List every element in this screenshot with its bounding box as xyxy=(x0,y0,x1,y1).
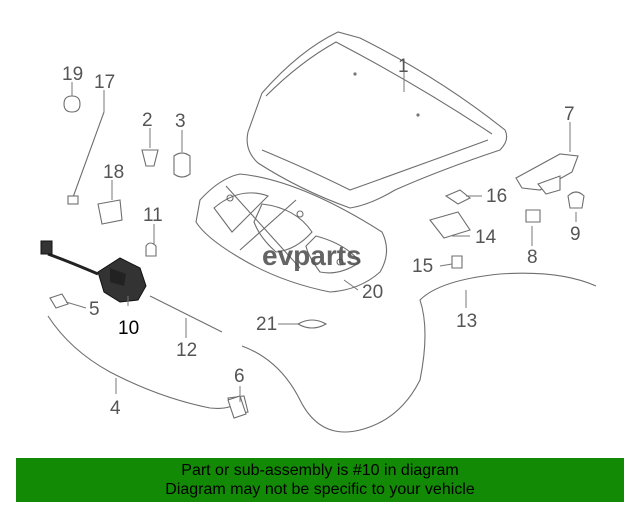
callout-18: 18 xyxy=(103,162,124,183)
callout-5: 5 xyxy=(89,299,100,320)
hinge-plate xyxy=(537,175,561,195)
watermark-text: evparts xyxy=(262,240,362,271)
footer-part-note: Part or sub-assembly is #10 in diagram xyxy=(181,462,459,479)
hood-release-cable xyxy=(241,272,597,433)
exploded-parts-diagram: 19 17 2 3 1 7 18 16 11 9 14 8 15 20 5 10… xyxy=(40,31,597,433)
flange-bolt xyxy=(451,255,463,269)
callout-8: 8 xyxy=(527,247,538,268)
callout-13: 13 xyxy=(456,311,477,332)
callout-4: 4 xyxy=(110,398,121,419)
hood-panel xyxy=(246,31,508,209)
mounting-bolt xyxy=(145,242,157,257)
hood-stay-rod xyxy=(71,111,105,201)
release-cable-inner xyxy=(149,295,223,333)
hood-bumper xyxy=(141,149,159,167)
hood-hinge xyxy=(515,153,579,191)
stay-rod-clip xyxy=(67,195,79,205)
diagram-footer-banner: Part or sub-assembly is #10 in diagram D… xyxy=(16,458,624,502)
callout-3: 3 xyxy=(175,111,186,132)
rubber-bumper xyxy=(173,152,191,178)
callout-16: 16 xyxy=(486,186,507,207)
hood-inner-panel xyxy=(195,173,388,293)
release-cable-outer xyxy=(47,315,239,409)
callout-10: 10 xyxy=(118,318,139,339)
release-handle xyxy=(227,395,247,419)
callout-19: 19 xyxy=(62,64,83,85)
callout-12: 12 xyxy=(176,340,197,361)
callout-6: 6 xyxy=(234,366,245,387)
callout-9: 9 xyxy=(570,224,581,245)
insulator-pad xyxy=(429,211,471,239)
hinge-bolt xyxy=(525,209,541,223)
grommet xyxy=(63,95,81,113)
support-bracket xyxy=(97,199,123,225)
callout-15: 15 xyxy=(412,256,433,277)
evparts-watermark-logo: evparts xyxy=(262,240,362,271)
callout-7: 7 xyxy=(564,104,575,125)
callout-17: 17 xyxy=(94,72,115,93)
hood-lock-assembly xyxy=(40,240,147,303)
callout-21: 21 xyxy=(256,314,277,335)
callout-2: 2 xyxy=(142,110,153,131)
hood-stop-bumper xyxy=(567,191,585,209)
cable-clip xyxy=(49,293,69,309)
callout-11: 11 xyxy=(143,205,163,226)
leader-lines xyxy=(65,60,577,402)
callout-labels: 19 17 2 3 1 7 18 16 11 9 14 8 15 20 5 10… xyxy=(62,56,581,419)
footer-disclaimer: Diagram may not be specific to your vehi… xyxy=(165,481,475,498)
callout-1: 1 xyxy=(398,56,409,77)
callout-14: 14 xyxy=(475,227,497,248)
callout-20: 20 xyxy=(362,282,383,303)
retaining-clip xyxy=(444,189,472,205)
insulator-clip xyxy=(296,319,328,329)
